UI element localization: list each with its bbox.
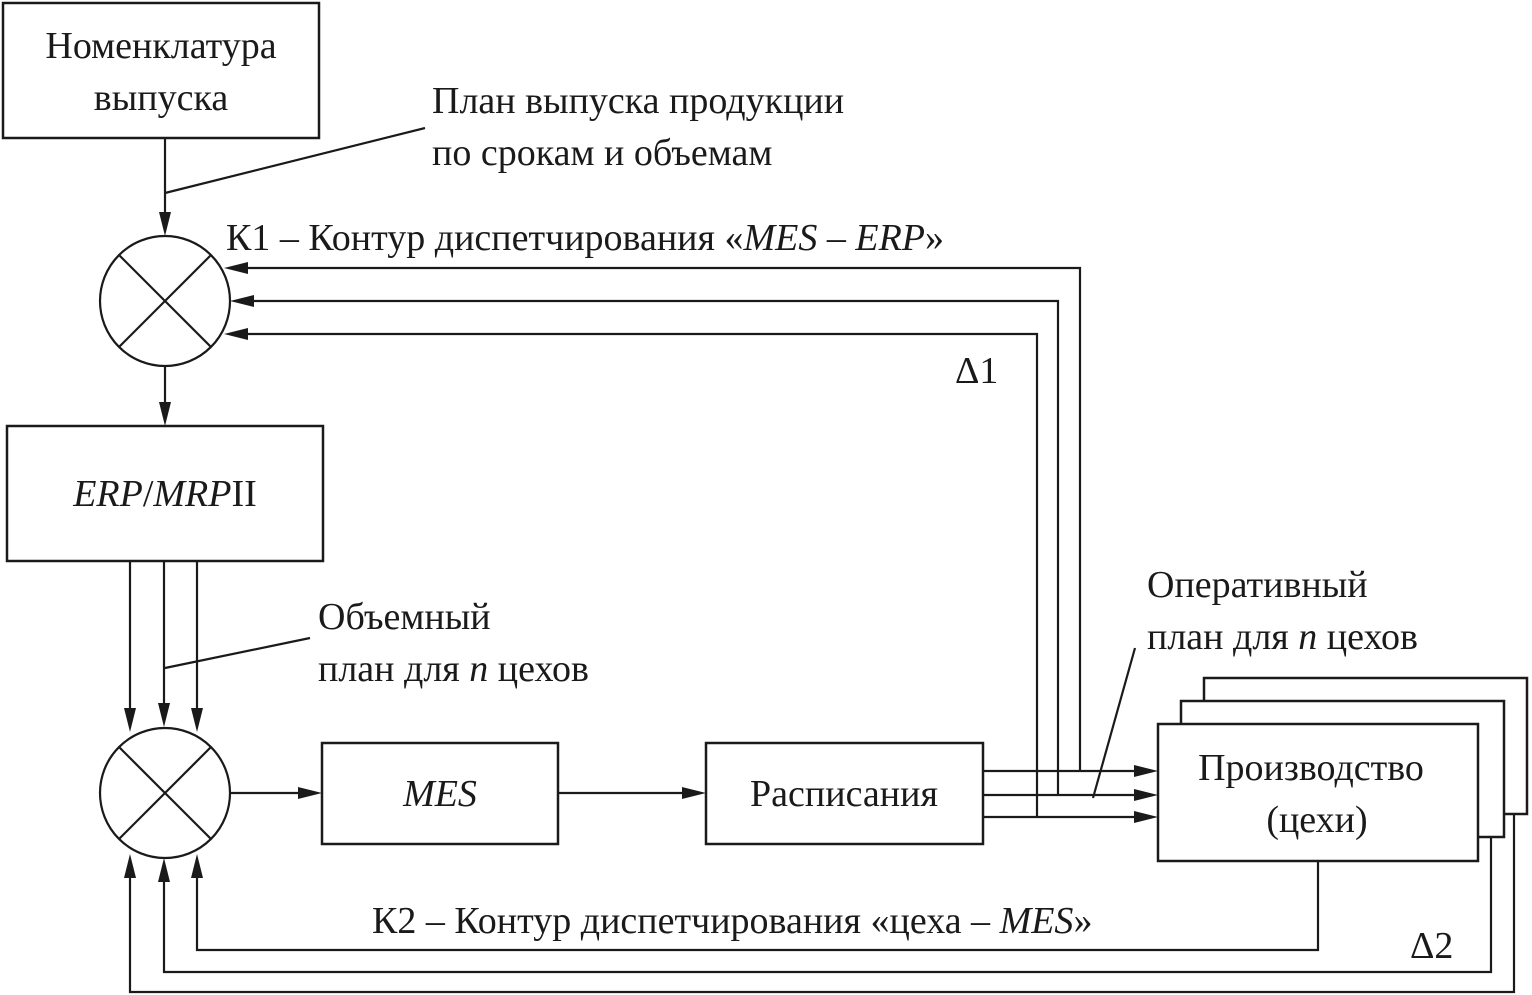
operative-plan-label-line2: план для n цехов bbox=[1147, 616, 1418, 658]
mes-label: MES bbox=[402, 773, 477, 815]
k1-feedback-loop bbox=[224, 262, 1082, 817]
release-plan-leader bbox=[164, 126, 426, 195]
production-label-line2: (цехи) bbox=[1266, 799, 1367, 841]
circle-x-icon bbox=[98, 726, 232, 860]
mes-block: MES bbox=[320, 741, 560, 846]
connector-junction-to-erp bbox=[159, 366, 171, 426]
k1-label: К1 – Контур диспетчирования «MES – ERP» bbox=[226, 217, 944, 259]
release-plan-label-line1: План выпуска продукции bbox=[432, 80, 844, 122]
delta2-label: Δ2 bbox=[1410, 925, 1453, 967]
circle-x-icon bbox=[98, 234, 232, 368]
volume-plan-label-line2: план для n цехов bbox=[318, 648, 589, 690]
connector-mes-to-schedules bbox=[558, 787, 706, 799]
k2-feedback-loop bbox=[124, 814, 1516, 994]
erp-mrp-label: ERP/MRPII bbox=[72, 473, 257, 515]
operative-plan-label-line1: Оперативный bbox=[1147, 564, 1368, 606]
production-label-line1: Производство bbox=[1198, 747, 1424, 789]
production-block: Производство (цехи) bbox=[1156, 676, 1529, 863]
nomenclature-block: Номенклатура выпуска bbox=[1, 1, 321, 140]
connector-schedules-to-production bbox=[983, 765, 1158, 823]
volume-plan-leader bbox=[164, 636, 311, 670]
nomenclature-label-line1: Номенклатура bbox=[45, 25, 276, 67]
connector-erp-to-junction bbox=[124, 561, 203, 732]
k2-label: К2 – Контур диспетчирования «цеха – MES» bbox=[372, 900, 1092, 942]
operative-plan-leader bbox=[1091, 647, 1137, 799]
schedules-label: Расписания bbox=[750, 773, 938, 815]
erp-mrp-block: ERP/MRPII bbox=[5, 424, 325, 563]
volume-plan-label-line1: Объемный bbox=[318, 596, 491, 638]
nomenclature-label-line2: выпуска bbox=[94, 77, 229, 119]
schedules-block: Расписания bbox=[704, 741, 985, 846]
release-plan-label-line2: по срокам и объемам bbox=[432, 132, 772, 174]
connector-junction-to-mes bbox=[230, 787, 322, 799]
delta1-label: Δ1 bbox=[955, 350, 998, 392]
connector-nomenclature-to-junction bbox=[159, 138, 171, 236]
